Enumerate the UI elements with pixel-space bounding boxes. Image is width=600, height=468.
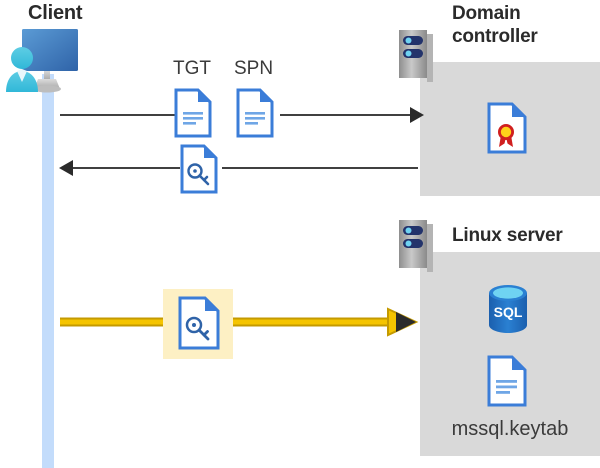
tgt-label: TGT (173, 58, 211, 79)
keytab-filename-label: mssql.keytab (451, 418, 569, 440)
domain-controller-title-line1: Domain (452, 3, 521, 24)
keytab-document-icon (178, 296, 220, 350)
client-lifeline (42, 74, 54, 468)
spn-label: SPN (234, 58, 274, 79)
keytab-document-icon (487, 355, 527, 407)
sql-label: SQL (494, 304, 523, 320)
user-computer-icon (4, 26, 96, 98)
sql-database-icon: SQL (485, 284, 531, 334)
linux-server-title: Linux server (452, 225, 563, 246)
domain-controller-title: Domain controller (452, 2, 598, 48)
domain-controller-title-line2: controller (452, 26, 538, 47)
certificate-document-icon (487, 102, 527, 154)
key-document-icon (180, 144, 218, 194)
server-rack-icon (399, 220, 433, 274)
server-rack-icon (399, 30, 433, 84)
client-title: Client (28, 2, 83, 24)
spn-document-icon (236, 88, 274, 138)
tgt-document-icon (174, 88, 212, 138)
